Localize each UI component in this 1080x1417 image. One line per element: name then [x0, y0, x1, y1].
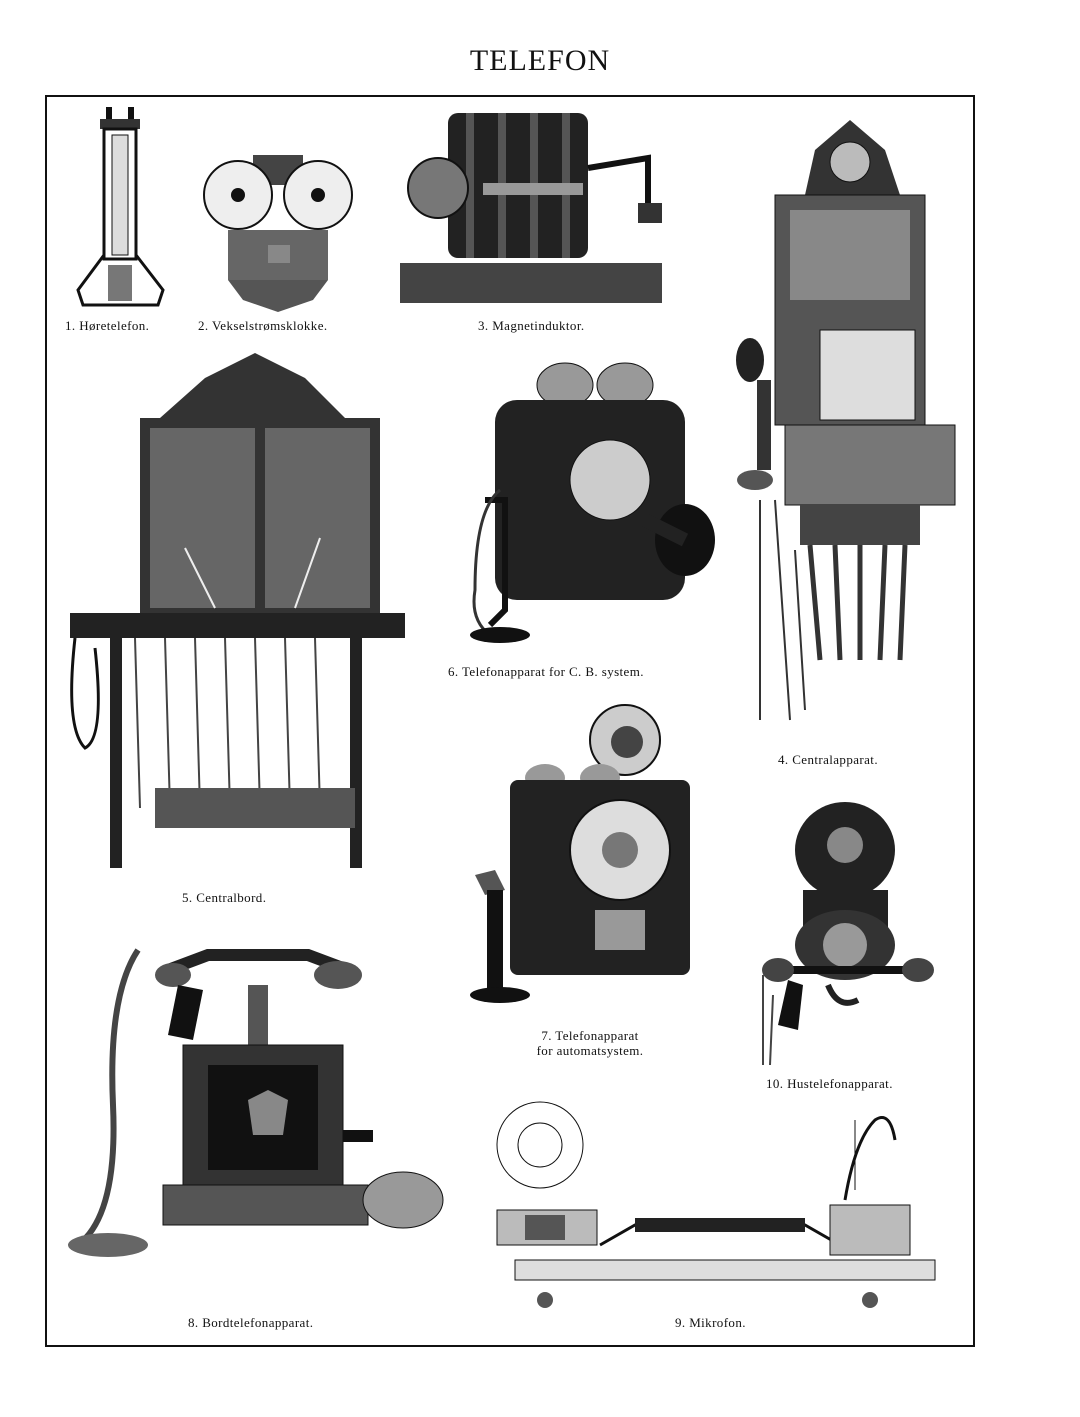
house-telephone-drawing	[762, 802, 934, 1066]
figure-7-caption: 7. Telefonapparat for automatsystem.	[505, 1028, 675, 1058]
switchboard-drawing	[70, 353, 405, 868]
wall-switchboard-drawing	[736, 120, 956, 721]
figure-10-house-telephone-illustration	[758, 795, 943, 1070]
plate-frame	[45, 95, 975, 1347]
figure-2-bell-illustration	[198, 150, 368, 315]
figure-4-caption: 4. Centralapparat.	[778, 752, 878, 767]
figure-7-caption-line-1: 7. Telefonapparat	[541, 1028, 639, 1043]
telephone-automatic-drawing	[470, 704, 690, 1003]
figure-7-caption-line-2: for automatsystem.	[536, 1043, 644, 1058]
figure-6-caption: 6. Telefonapparat for C. B. system.	[448, 664, 644, 679]
figure-8-caption: 8. Bordtelefonapparat.	[188, 1315, 314, 1330]
receiver-drawing	[76, 107, 165, 307]
figure-1-caption: 1. Høretelefon.	[65, 318, 150, 333]
bell-drawing	[203, 155, 353, 312]
page-title: TELEFON	[469, 44, 611, 77]
figure-2-caption: 2. Vekselstrømsklokke.	[198, 318, 328, 333]
figure-8-desk-telephone-illustration	[68, 935, 468, 1260]
figure-3-magneto-illustration	[398, 108, 663, 308]
figure-6-telephone-cb-illustration	[445, 360, 720, 655]
figure-9-microphone-diagram	[495, 1100, 950, 1310]
telephone-cb-drawing	[470, 362, 715, 643]
magneto-drawing	[400, 113, 662, 303]
figure-4-switchboard-wall-illustration	[735, 100, 960, 740]
figure-3-caption: 3. Magnetinduktor.	[478, 318, 585, 333]
figure-9-caption: 9. Mikrofon.	[675, 1315, 746, 1330]
figure-5-caption: 5. Centralbord.	[182, 890, 267, 905]
figure-5-switchboard-illustration	[65, 348, 410, 878]
microphone-diagram-drawing	[496, 1101, 936, 1308]
figure-10-caption: 10. Hustelefonapparat.	[766, 1076, 893, 1091]
figure-7-telephone-automatic-illustration	[465, 700, 695, 1020]
figure-1-receiver-illustration	[68, 105, 173, 310]
desk-telephone-drawing	[68, 948, 444, 1257]
